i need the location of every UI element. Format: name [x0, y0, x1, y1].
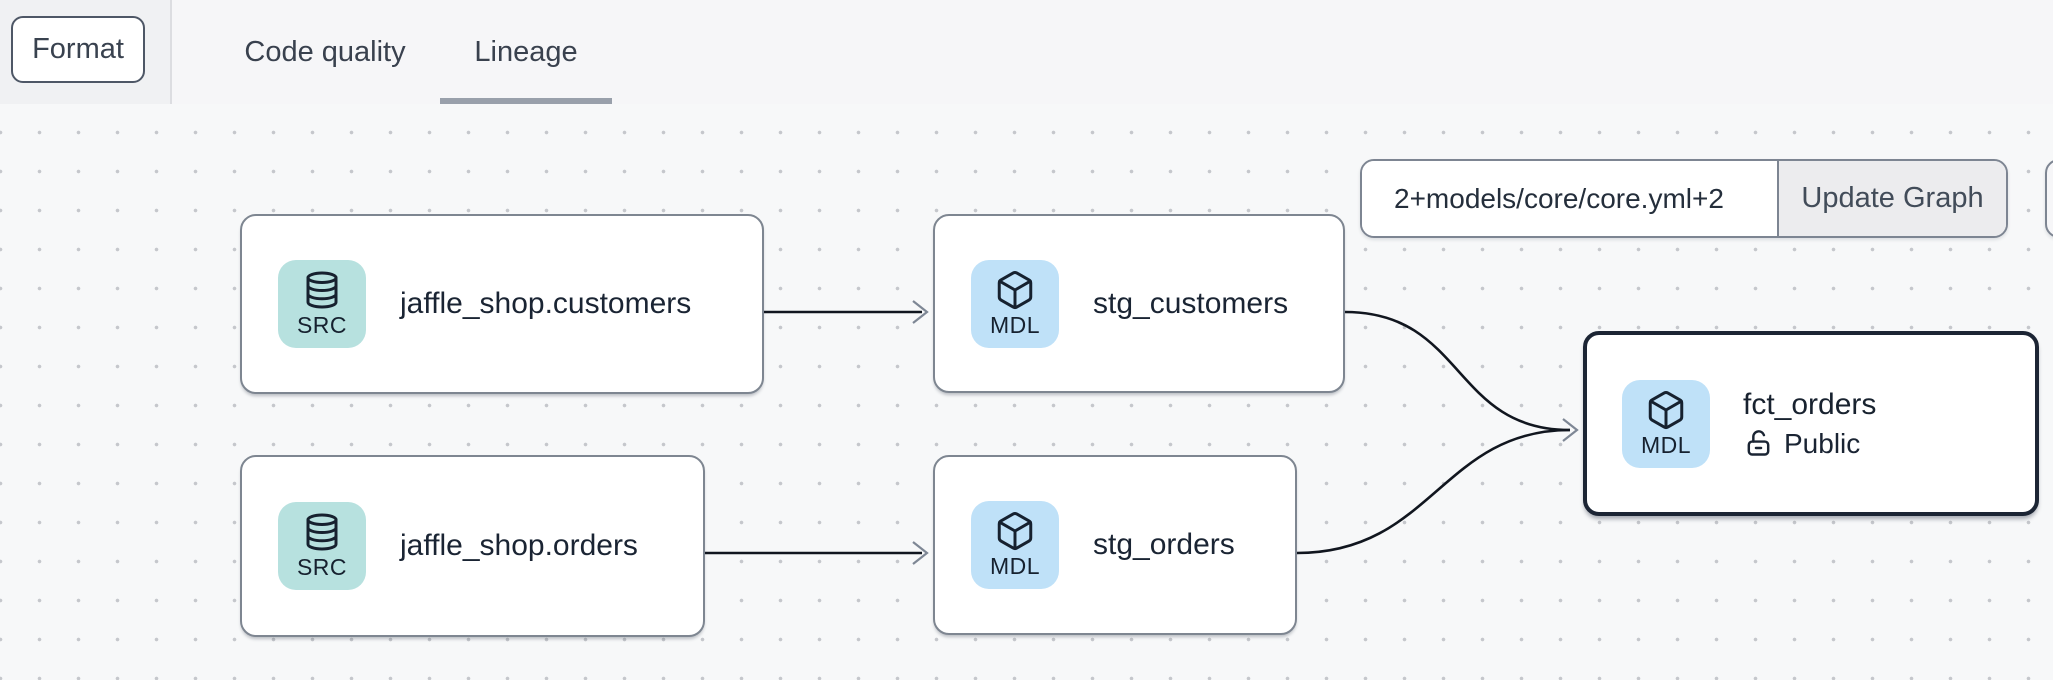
- source-badge: SRC: [278, 260, 366, 348]
- node-jaffle-shop-customers[interactable]: SRC jaffle_shop.customers: [240, 214, 764, 394]
- node-stg-orders[interactable]: MDL stg_orders: [933, 455, 1297, 635]
- badge-code: SRC: [296, 312, 348, 338]
- badge-code: MDL: [1640, 431, 1692, 458]
- lineage-selector-group: Update Graph: [1360, 159, 2008, 238]
- node-label: stg_customers: [1093, 286, 1289, 320]
- cube-icon: [997, 512, 1033, 551]
- tab-lineage-label: Lineage: [474, 35, 578, 68]
- format-button[interactable]: Format: [11, 16, 145, 83]
- node-access: Public: [1743, 428, 1876, 460]
- tab-code-quality-label: Code quality: [244, 35, 406, 68]
- update-graph-button[interactable]: Update Graph: [1777, 161, 2006, 236]
- cube-icon: [997, 270, 1033, 309]
- database-icon: [306, 271, 338, 309]
- node-body: fct_orders Public: [1743, 388, 1876, 460]
- model-badge: MDL: [971, 259, 1059, 348]
- node-label: fct_orders: [1743, 387, 1877, 421]
- unlock-icon: [1747, 430, 1770, 456]
- badge-code: MDL: [989, 311, 1041, 338]
- toolbar: Format Code quality Lineage: [0, 0, 2053, 104]
- node-fct-orders[interactable]: MDL fct_orders Public: [1583, 331, 2039, 516]
- node-stg-customers[interactable]: MDL stg_customers: [933, 214, 1345, 393]
- node-jaffle-shop-orders[interactable]: SRC jaffle_shop.orders: [240, 455, 705, 637]
- model-badge: MDL: [971, 501, 1059, 589]
- clipped-toolbar-button[interactable]: [2045, 159, 2053, 238]
- cube-icon: [1648, 390, 1684, 429]
- selector-input[interactable]: [1362, 161, 1777, 236]
- tab-lineage[interactable]: Lineage: [440, 0, 612, 104]
- format-button-area: Format: [0, 0, 172, 104]
- model-badge: MDL: [1622, 379, 1710, 468]
- node-label: stg_orders: [1093, 528, 1235, 561]
- source-badge: SRC: [278, 502, 366, 590]
- node-access-label: Public: [1784, 427, 1861, 459]
- node-label: jaffle_shop.customers: [400, 287, 692, 320]
- active-tab-indicator: [440, 98, 612, 104]
- node-label: jaffle_shop.orders: [400, 529, 638, 562]
- database-icon: [306, 513, 338, 551]
- badge-code: MDL: [989, 553, 1041, 579]
- tab-code-quality[interactable]: Code quality: [226, 0, 424, 104]
- badge-code: SRC: [296, 554, 348, 580]
